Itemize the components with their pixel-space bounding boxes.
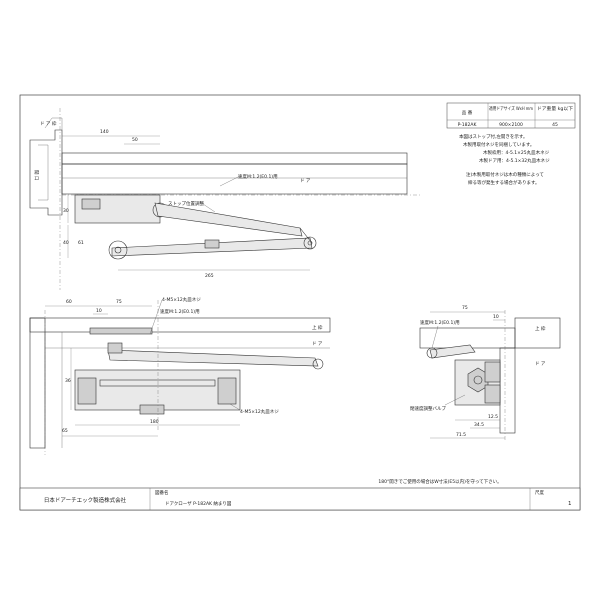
note-line-1: 本図はストップ付,左開きを示す。	[459, 133, 527, 140]
top-view: 140 50 265 30 40 61 ド ア ド ア 枠 開 口 速度M:1.…	[29, 108, 420, 290]
top-view-frame-label: ド ア 枠	[40, 120, 57, 127]
dim-65: 65	[62, 428, 68, 434]
note-line-4: 木製ドア用：4-5.1×32丸皿木ネジ	[479, 157, 550, 164]
spec-cell-size: 900×2100	[499, 122, 523, 128]
side-view-speed-note: 速度M:1.2(E0.1)用	[420, 319, 460, 326]
note-line-5: 注)木製用取付ネジは木の種類によって	[466, 171, 544, 178]
dim-125: 12.5	[488, 414, 498, 420]
product-title: ドアクローザ P-182AK 納まり図	[165, 500, 232, 507]
dim-265: 265	[205, 273, 214, 279]
dim-75-front: 75	[116, 299, 122, 305]
notes-block: 本図はストップ付,左開きを示す。 木製用取付ネジを同梱しています。 木製枠用：4…	[459, 133, 550, 186]
spec-header-weight: ドア重量 kg以下	[537, 105, 574, 112]
footer-note: 180°開きでご使用の場合はW寸法(E5以内)を守って下さい。	[378, 478, 501, 485]
dim-715: 71.5	[456, 432, 466, 438]
spec-header-code: 品 番	[462, 109, 473, 116]
front-view-screw-note-bottom: 4-M5×12丸皿ネジ	[240, 408, 279, 415]
side-view-door-label: ド ア	[535, 361, 546, 367]
spec-header-size: 適用ドアサイズ WxH mm	[489, 105, 533, 112]
note-line-2: 木製用取付ネジを同梱しています。	[463, 141, 534, 148]
dim-30: 30	[63, 208, 69, 214]
side-view-top-label: 上 枠	[535, 325, 546, 332]
dim-36: 36	[65, 378, 71, 384]
scale-value: 1	[568, 501, 572, 507]
dim-180: 180	[150, 419, 159, 425]
dim-345: 34.5	[474, 422, 484, 428]
dim-40: 40	[63, 240, 69, 246]
side-view-adjust-note: 閉速度調整バルブ	[410, 405, 446, 412]
title-name-label: 図番名	[155, 489, 169, 496]
dim-50: 50	[132, 137, 138, 143]
front-view-top-label: 上 枠	[312, 324, 323, 331]
spec-cell-weight: 45	[552, 122, 558, 128]
title-block: 日本ドアーチエック製造株式会社 図番名 ドアクローザ P-182AK 納まり図 …	[19, 487, 581, 511]
top-view-arm-note: ストップ位置調整	[168, 200, 204, 207]
dim-140: 140	[100, 129, 109, 135]
dim-75-side: 75	[462, 305, 468, 311]
note-line-3: 木製枠用：4-5.1×25丸皿木ネジ	[483, 149, 550, 156]
front-view-screw-note-top: 4-M5×12丸皿ネジ	[162, 296, 201, 303]
front-view-door-label: ド ア	[312, 341, 323, 347]
side-view: 75 10 12.5 34.5 71.5 上 枠 ド ア 速度M:1.2(E0.…	[410, 305, 561, 440]
drawing-border	[19, 94, 581, 511]
front-view: 60 75 10 180 65 36 4-M5×12丸皿ネジ 速度M:1.2(E…	[29, 296, 331, 455]
spec-table: 品 番 適用ドアサイズ WxH mm ドア重量 kg以下 P-182AK 900…	[446, 102, 576, 129]
dim-10-front: 10	[96, 308, 102, 314]
dim-61: 61	[78, 240, 84, 246]
top-view-side-label: 開 口	[33, 170, 39, 180]
top-view-door-label: ド ア	[300, 178, 311, 184]
dim-60: 60	[66, 299, 72, 305]
note-line-6: 締る等が発生する場合があります。	[468, 179, 540, 186]
dim-10-side: 10	[493, 314, 499, 320]
scale-label: 尺度	[535, 489, 544, 496]
front-view-speed-note: 速度M:1.2(E0.1)用	[160, 308, 200, 315]
company-name: 日本ドアーチエック製造株式会社	[44, 496, 127, 504]
spec-cell-code: P-182AK	[458, 122, 478, 128]
top-view-bracket-note: 速度M:1.2(E0.1)用	[238, 173, 278, 180]
